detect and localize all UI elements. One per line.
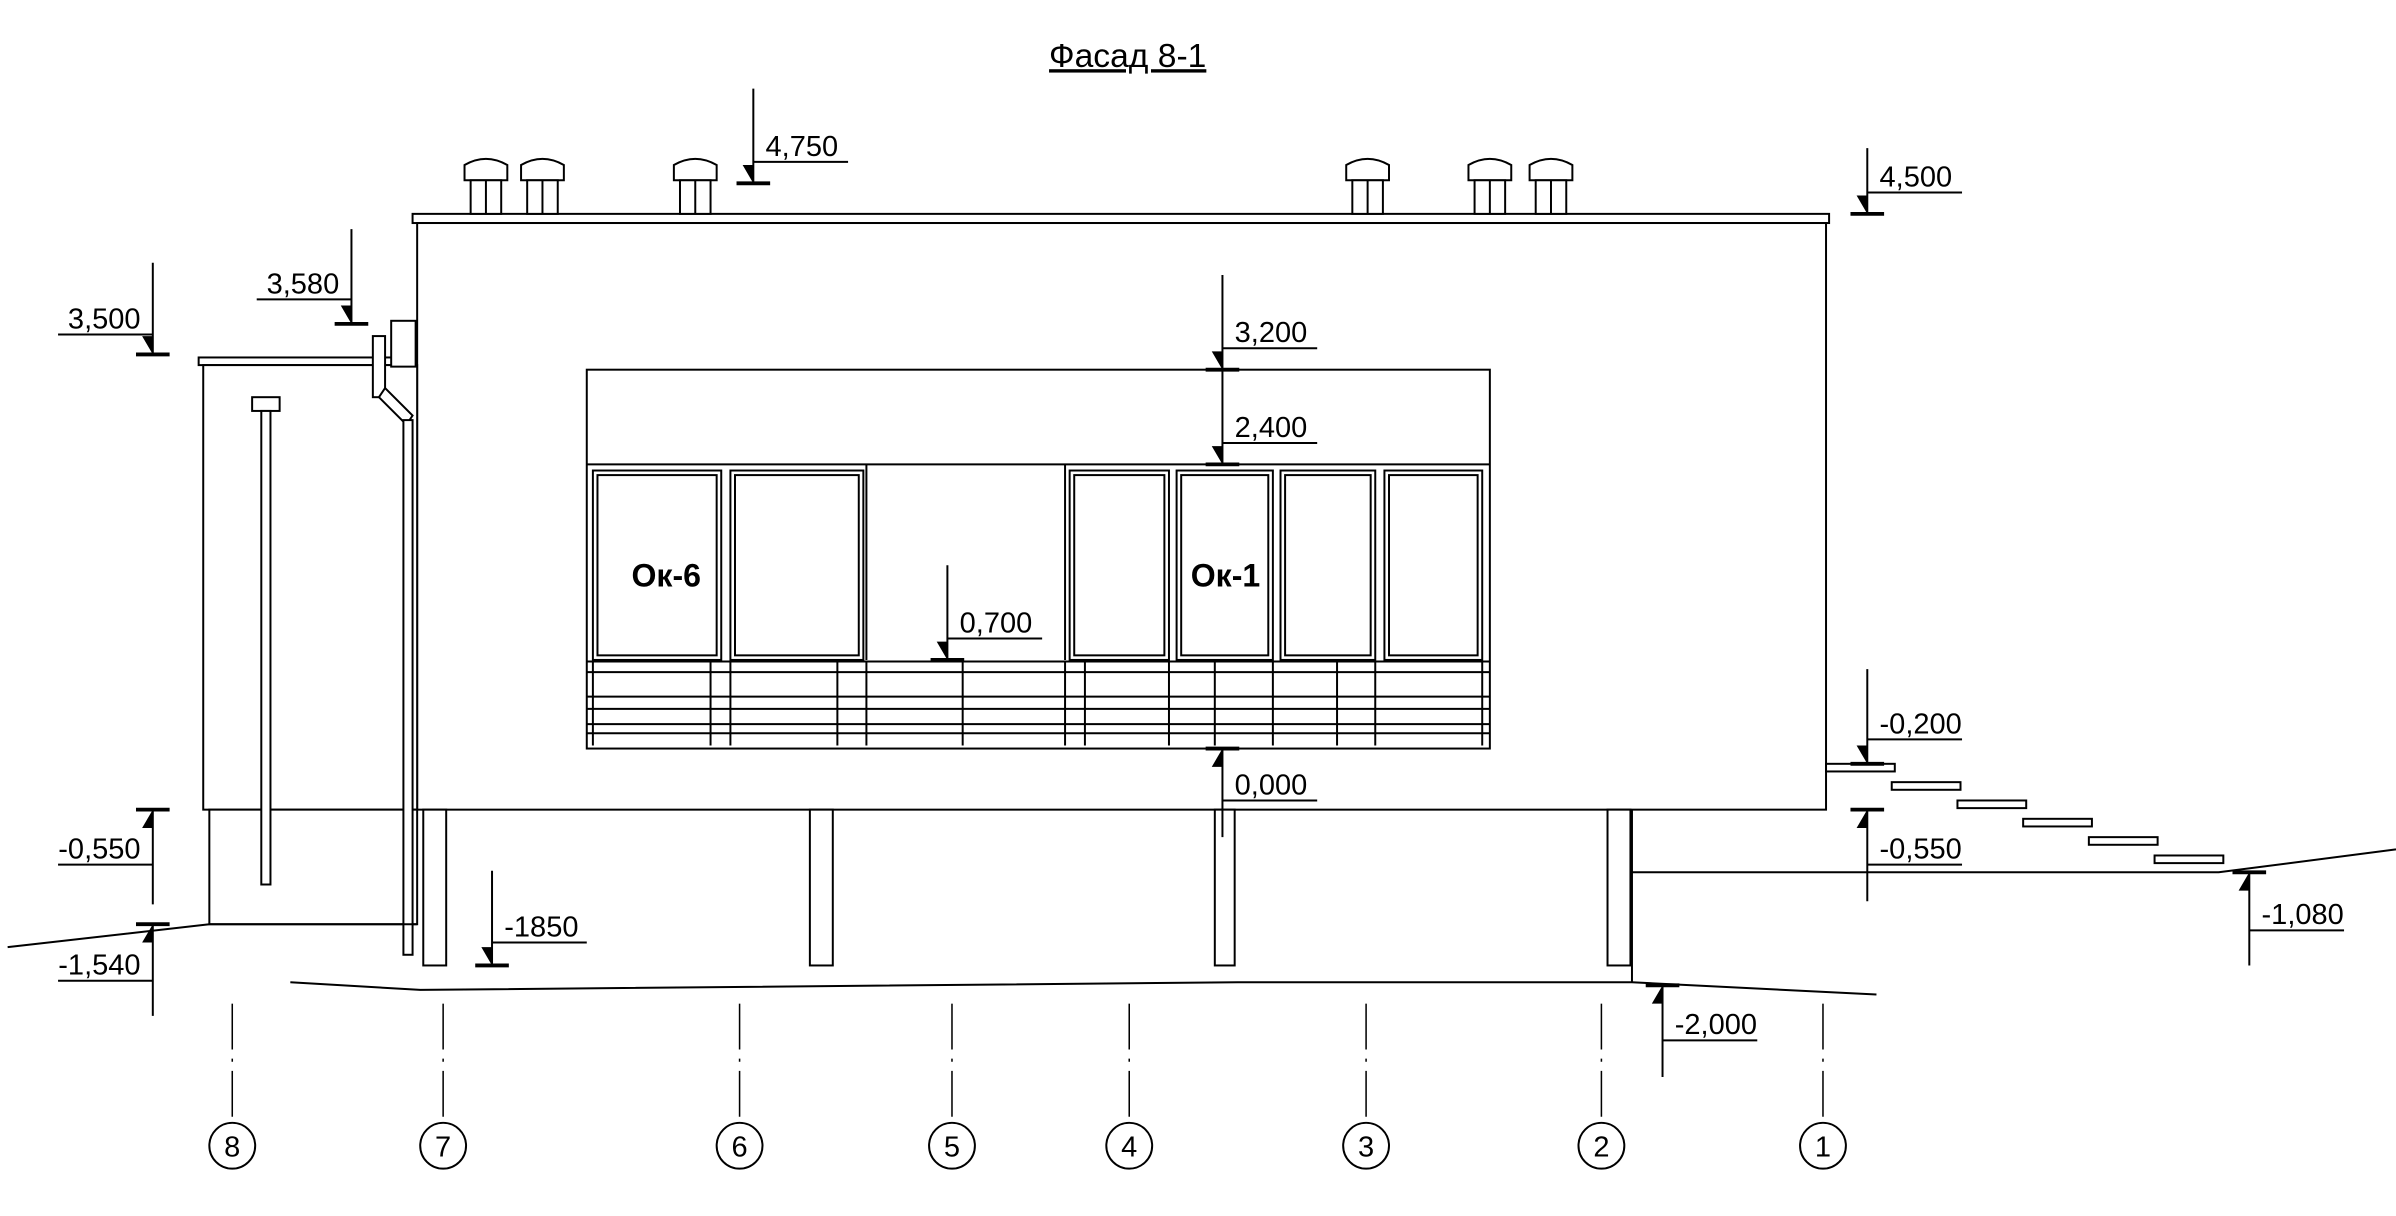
window-label-ok6: Ок-6: [631, 558, 701, 594]
grid-axis: 6: [715, 1003, 764, 1170]
elevation-marks: 4,750 4,500 3,580 3,500 3,200 2,400 0,700 0,000…: [58, 88, 2345, 1077]
stair-step: [2153, 854, 2225, 865]
grid-axis: 7: [419, 1003, 468, 1170]
stairs: [1825, 762, 2225, 865]
grid-axis: 5: [928, 1003, 976, 1170]
axis-label: 8: [224, 1131, 240, 1163]
elevation-label: -1850: [504, 911, 578, 943]
roof-vent: [1345, 157, 1391, 215]
elevation-mark: 4,500: [1850, 148, 1963, 216]
elevation-mark: -1,540: [58, 922, 170, 1016]
elevation-label: -0,550: [58, 834, 140, 866]
elevation-mark: 0,700: [930, 565, 1043, 662]
elevation-label: 3,200: [1235, 317, 1308, 349]
window-sash: [1175, 469, 1274, 661]
roof-vent: [672, 157, 718, 215]
elevation-label: 0,700: [960, 607, 1033, 639]
elevation-label: -1,540: [58, 950, 140, 982]
column: [422, 808, 448, 967]
roof-slab: [411, 212, 1831, 225]
stair-step: [1956, 799, 2028, 810]
axis-label: 2: [1593, 1131, 1609, 1163]
roof-vent: [1528, 157, 1574, 215]
elevation-mark: 3,580: [256, 229, 369, 326]
elevation-mark: 0,000: [1205, 746, 1318, 838]
downpipe: [371, 319, 417, 956]
grid-axis: 4: [1105, 1003, 1154, 1170]
elevation-mark: -0,550: [1850, 807, 1963, 902]
elevation-label: 2,400: [1235, 412, 1308, 444]
elevation-mark: -1850: [475, 870, 587, 968]
window-sash: [591, 469, 723, 661]
window-sash: [1383, 469, 1484, 661]
window-sash: [1068, 469, 1170, 661]
window-band: Ок-6 Ок-1: [585, 368, 1491, 750]
elevation-label: 4,500: [1880, 161, 1953, 193]
axis-label: 3: [1358, 1131, 1374, 1163]
elevation-mark: 4,750: [736, 88, 849, 186]
elevation-label: -0,550: [1880, 834, 1962, 866]
elevation-mark: 3,200: [1205, 274, 1318, 372]
roof-vent: [1467, 157, 1513, 215]
stair-step: [2087, 836, 2159, 846]
grid-axis: 3: [1342, 1003, 1391, 1170]
elevation-label: 0,000: [1235, 769, 1308, 801]
axis-label: 6: [732, 1131, 748, 1163]
roof-vent: [463, 157, 509, 215]
vent-grille: [251, 396, 281, 412]
column: [808, 808, 834, 967]
elevation-mark: -2,000: [1645, 983, 1758, 1077]
columns: [422, 808, 1632, 967]
elevation-mark: 3,500: [58, 262, 170, 357]
column: [1213, 808, 1236, 967]
elevation-label: -1,080: [2262, 899, 2344, 931]
roof-vents: [463, 157, 1574, 215]
ground-lines: [7, 809, 2396, 996]
axis-label: 5: [944, 1131, 960, 1163]
grid-axis: 1: [1799, 1003, 1847, 1170]
grid-axis: 2: [1577, 1003, 1626, 1170]
elevation-label: 3,580: [267, 268, 340, 300]
elevation-mark: -0,200: [1850, 669, 1963, 766]
stair-step: [2022, 817, 2093, 828]
column: [1606, 808, 1632, 967]
axis-label: 7: [435, 1131, 451, 1163]
window-sash: [729, 469, 865, 661]
left-annex: [197, 356, 419, 926]
elevation-label: 4,750: [766, 131, 839, 163]
grid-axis: 8: [208, 1003, 257, 1170]
elevation-mark: -1,080: [2232, 870, 2345, 966]
elevation-label: -0,200: [1880, 708, 1962, 740]
window-label-ok1: Ок-1: [1191, 558, 1261, 594]
drawing-title: Фасад 8-1: [1049, 38, 1206, 75]
elevation-mark: 2,400: [1205, 369, 1318, 467]
annex-pipe: [260, 409, 272, 886]
grid-axes: 8 7 6 5 4 3 2 1: [208, 1003, 1847, 1170]
elevation-mark: -0,550: [58, 807, 170, 905]
axis-label: 4: [1121, 1131, 1137, 1163]
window-sash: [1279, 469, 1377, 661]
elevation-label: 3,500: [68, 303, 141, 335]
stair-step: [1890, 781, 1962, 791]
roof-vent: [520, 157, 565, 215]
axis-label: 1: [1815, 1131, 1831, 1163]
elevation-label: -2,000: [1675, 1009, 1757, 1041]
